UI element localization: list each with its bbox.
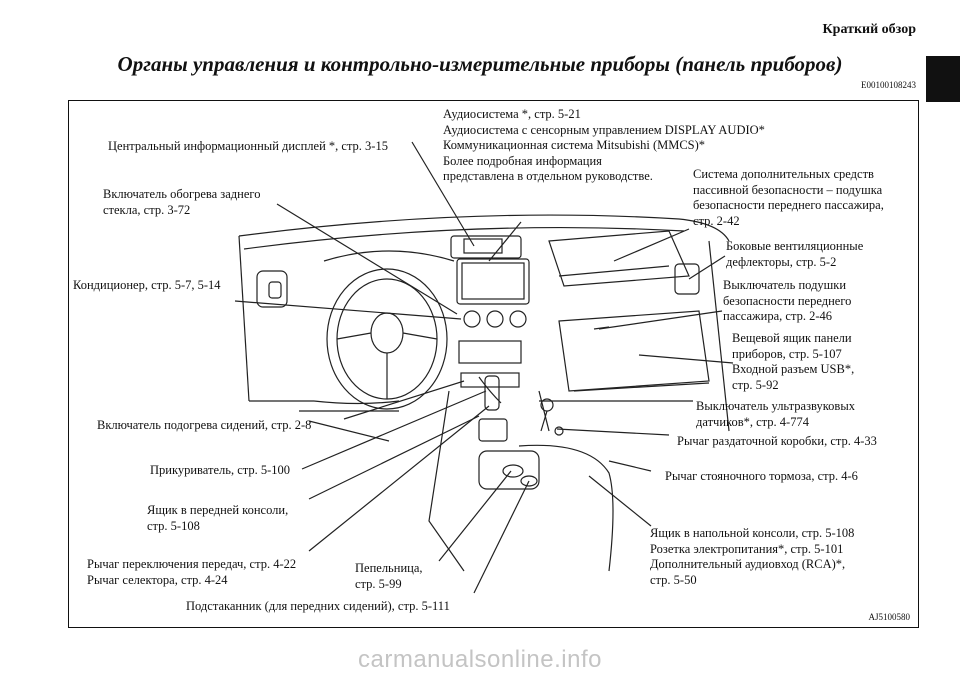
label-side-vents: Боковые вентиляционные дефлекторы, стр. … [726,239,863,270]
figure-code: AJ5100580 [868,612,910,622]
label-rear-defog-line: стекла, стр. 3-72 [103,202,191,217]
page-title: Органы управления и контрольно-измерител… [117,52,843,76]
label-ashtray-line: стр. 5-99 [355,576,402,591]
label-audio-line: Аудиосистема *, стр. 5-21 [443,107,581,121]
label-rear-defog: Включатель обогрева заднего стекла, стр.… [103,187,260,218]
label-airbag-switch-line: Выключатель подушки [723,278,847,292]
label-front-console-line: Ящик в передней консоли, [147,503,289,517]
label-glovebox-line: Входной разъем USB*, [732,362,855,376]
label-gear-lever-line: Рычаг переключения передач, стр. 4-22 [87,557,297,571]
section-tab-marker [926,56,960,102]
label-floor-console-line: Дополнительный аудиовход (RCA)*, [650,557,846,571]
document-code: E00100108243 [861,80,916,90]
label-center-display: Центральный информационный дисплей *, ст… [108,139,388,153]
label-ultrasonic-switch: Выключатель ультразвуковых датчиков*, ст… [696,399,855,430]
label-glovebox-line: стр. 5-92 [732,377,779,392]
label-srs: Система дополнительных средств пассивной… [693,167,884,229]
label-gear-lever-line: Рычаг селектора, стр. 4-24 [87,572,228,587]
label-ultrasonic-switch-line: Выключатель ультразвуковых [696,399,855,413]
dashboard-figure: Центральный информационный дисплей *, ст… [68,100,919,628]
watermark: carmanualsonline.info [358,646,602,673]
label-audio-line: представлена в отдельном руководстве. [443,169,653,183]
label-floor-console-line: Розетка электропитания*, стр. 5-101 [650,541,844,556]
section-header: Краткий обзор [822,22,916,37]
label-airbag-switch-line: безопасности переднего [723,293,852,308]
label-audio: Аудиосистема *, стр. 5-21 Аудиосистема с… [443,107,765,185]
label-audio-line: Коммуникационная система Mitsubishi (MMC… [443,138,706,152]
label-glovebox-line: Вещевой ящик панели [732,331,852,345]
label-airbag-switch: Выключатель подушки безопасности передне… [723,278,851,325]
label-side-vents-line: Боковые вентиляционные [726,239,864,253]
label-srs-line: пассивной безопасности – подушка [693,182,883,197]
label-floor-console: Ящик в напольной консоли, стр. 5-108 Роз… [650,526,854,588]
label-srs-line: безопасности переднего пассажира, [693,198,884,212]
label-transfer-lever: Рычаг раздаточной коробки, стр. 4-33 [677,434,877,448]
label-cupholder: Подстаканник (для передних сидений), стр… [186,599,450,613]
label-audio-line: Более подробная информация [443,153,602,168]
label-seat-heater: Включатель подогрева сидений, стр. 2-8 [97,418,312,432]
label-ashtray: Пепельница, стр. 5-99 [355,561,423,592]
label-rear-defog-line: Включатель обогрева заднего [103,187,261,201]
label-air-conditioner: Кондиционер, стр. 5-7, 5-14 [73,278,221,292]
label-audio-line: Аудиосистема с сенсорным управлением DIS… [443,122,765,137]
label-ultrasonic-switch-line: датчиков*, стр. 4-774 [696,414,809,429]
label-floor-console-line: стр. 5-50 [650,572,697,587]
label-lighter: Прикуриватель, стр. 5-100 [150,463,291,477]
label-floor-console-line: Ящик в напольной консоли, стр. 5-108 [650,526,855,540]
label-side-vents-line: дефлекторы, стр. 5-2 [726,254,837,269]
label-airbag-switch-line: пассажира, стр. 2-46 [723,309,832,323]
label-gear-lever: Рычаг переключения передач, стр. 4-22 Ры… [87,557,296,588]
label-front-console-line: стр. 5-108 [147,518,200,533]
label-glovebox: Вещевой ящик панели приборов, стр. 5-107… [732,331,854,393]
label-ashtray-line: Пепельница, [355,561,423,575]
label-srs-line: стр. 2-42 [693,213,740,228]
label-srs-line: Система дополнительных средств [693,167,874,181]
label-front-console: Ящик в передней консоли, стр. 5-108 [147,503,288,534]
dashboard-illustration [234,141,734,594]
label-glovebox-line: приборов, стр. 5-107 [732,346,842,361]
label-parking-brake: Рычаг стояночного тормоза, стр. 4-6 [665,469,858,483]
